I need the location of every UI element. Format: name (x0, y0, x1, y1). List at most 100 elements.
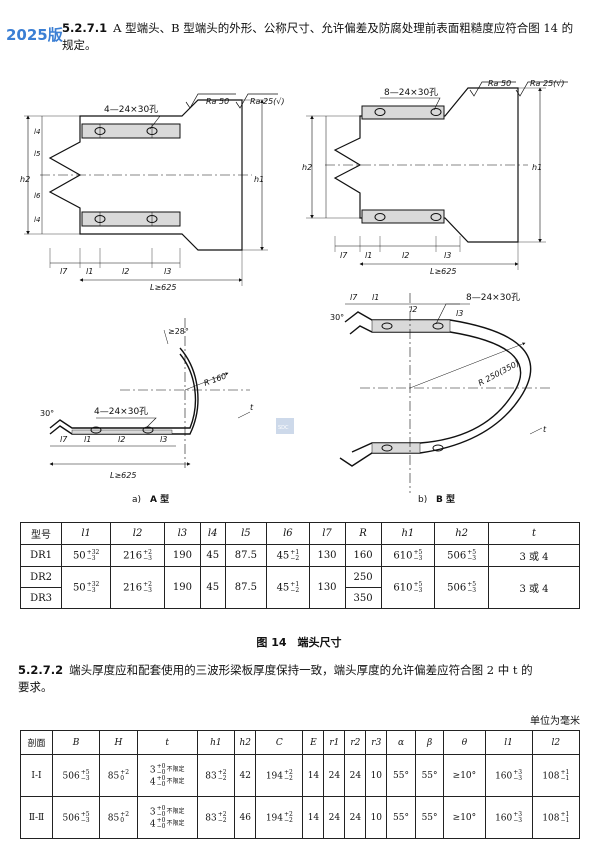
clause-text-line1: 端头厚度应和配套使用的三波形梁板厚度保持一致，端头厚度的允许偏差应符合图 2 中… (69, 663, 533, 677)
cell-l6: 45+1−2 (266, 544, 310, 567)
b-bent-l3: l3 (456, 309, 463, 318)
b-roughness-1: Ra 50 (488, 79, 511, 88)
a-angle-label: ≥28° (168, 327, 189, 336)
cell-model: DR3 (19, 587, 63, 609)
cell-model: DR1 (19, 544, 63, 567)
cell-C: 194+2−2 (255, 754, 304, 797)
cell-r3: 10 (365, 754, 388, 797)
cell-r1: 24 (323, 754, 346, 797)
cell-alpha: 55° (386, 796, 416, 839)
cell-r3: 10 (365, 796, 388, 839)
cell-h2: 506+5−3 (434, 566, 489, 609)
col-B: B (51, 730, 101, 755)
cell-beta: 55° (414, 796, 445, 839)
a-h2-label: h2 (20, 175, 30, 184)
col-h2: h2 (434, 522, 489, 545)
watermark-text: SDC (278, 425, 289, 431)
a-l4b-label: l4 (34, 216, 40, 224)
cell-theta: ≥10° (443, 796, 486, 839)
b-bent-l2: l2 (410, 305, 417, 314)
a-type-plan-view (24, 93, 278, 286)
cell-r2: 24 (344, 754, 367, 797)
cell-l5: 87.5 (224, 566, 268, 609)
b-length-label: L≥625 (430, 267, 456, 276)
cell-h2: 42 (234, 754, 257, 797)
b-type-plan-view (306, 81, 568, 270)
cell-h2: 46 (234, 796, 257, 839)
clause-text-line2: 要求。 (18, 680, 53, 694)
cell-l1: 160+3−3 (484, 796, 533, 839)
col-section: 剖面 (20, 730, 53, 755)
a-l2-label: l2 (122, 267, 129, 276)
a-roughness-2: Ra 25(√) (250, 97, 285, 106)
col-beta: β (414, 730, 445, 755)
a-roughness-1: Ra 50 (206, 97, 229, 106)
table-header-row: 型号 l1 l2 l3 l4 l5 l6 l7 R h1 h2 t (19, 522, 580, 545)
cell-r2: 24 (344, 796, 367, 839)
cell-t: 3+0−0不限定 4+0−0不限定 (136, 796, 198, 839)
col-r1: r1 (323, 730, 346, 755)
b-l2-label: l2 (402, 251, 409, 260)
col-E: E (302, 730, 325, 755)
cell-t: 3+0−0不限定 4+0−0不限定 (136, 754, 198, 797)
b-bent-l7: l7 (350, 293, 358, 302)
b-holes-label: 8—24×30孔 (384, 87, 438, 98)
cell-E: 14 (302, 796, 325, 839)
col-l3: l3 (163, 522, 201, 545)
cell-E: 14 (302, 754, 325, 797)
b-bent-l1: l1 (372, 293, 379, 302)
a-l4-label: l4 (34, 128, 40, 136)
cell-l4: 45 (199, 544, 226, 567)
cell-r1: 24 (323, 796, 346, 839)
cell-B: 506+5−3 (51, 754, 101, 797)
col-h2: h2 (234, 730, 257, 755)
table-row: DR3 350 (19, 587, 580, 609)
cell-l4: 45 (199, 566, 226, 609)
col-r2: r2 (344, 730, 367, 755)
col-h1: h1 (196, 730, 236, 755)
col-theta: θ (443, 730, 486, 755)
figure-caption: 图 14 端头尺寸 (256, 636, 342, 649)
clause-5-2-7-2: 5.2.7.2 端头厚度应和配套使用的三波形梁板厚度保持一致，端头厚度的允许偏差应… (18, 662, 588, 696)
a-l7-label: l7 (60, 267, 68, 276)
table-header-row: 剖面 B H t h1 h2 C E r1 r2 r3 α β θ l1 l2 (20, 730, 581, 755)
clause-5-2-7-1: 5.2.7.1 A 型端头、B 型端头的外形、公称尺寸、允许偏差及防腐处理前表面粗… (62, 20, 588, 54)
col-H: H (99, 730, 138, 755)
clause-text-line2: 规定。 (62, 38, 97, 52)
cell-h2: 506+5−3 (434, 544, 489, 567)
b-bent-holes-label: 8—24×30孔 (466, 292, 520, 303)
b-t-label: t (543, 425, 547, 434)
a-l3-label: l3 (164, 267, 171, 276)
table-row: DR2 50+32−3 216+2−3 190 45 87.5 45+1−2 1… (19, 566, 580, 609)
cell-section: Ⅱ-Ⅱ (20, 796, 53, 839)
cell-C: 194+2−2 (255, 796, 304, 839)
cell-l2: 216+2−3 (110, 566, 165, 609)
b-roughness-2: Ra 25(√) (530, 79, 565, 88)
col-l4: l4 (199, 522, 226, 545)
cell-section: Ⅰ-Ⅰ (20, 754, 53, 797)
cell-l1: 160+3−3 (484, 754, 533, 797)
cell-alpha: 55° (386, 754, 416, 797)
subfigure-a-label: a) (132, 495, 141, 505)
a-bent-l2: l2 (118, 435, 125, 444)
cell-R: 160 (344, 544, 382, 567)
col-C: C (255, 730, 304, 755)
cell-model: DR2 (19, 566, 63, 588)
cell-t: 3 或 4 (488, 566, 580, 609)
b-angle-30-label: 30° (330, 313, 344, 322)
clause-number: 5.2.7.2 (18, 663, 64, 677)
a-bent-holes-label: 4—24×30孔 (94, 406, 148, 417)
edition-badge: 2025版 (6, 26, 63, 44)
clause-number: 5.2.7.1 (62, 21, 108, 35)
a-l6-label: l6 (34, 192, 41, 200)
col-l5: l5 (224, 522, 268, 545)
cell-l2: 108+1−1 (531, 796, 581, 839)
clause-text-line1: A 型端头、B 型端头的外形、公称尺寸、允许偏差及防腐处理前表面粗糙度应符合图 … (113, 21, 574, 35)
col-R: R (344, 522, 382, 545)
b-radius-label: R 250(350) (477, 359, 521, 388)
cell-R: 350 (344, 587, 382, 609)
col-model: 型号 (19, 522, 63, 545)
watermark-logo (276, 418, 294, 434)
